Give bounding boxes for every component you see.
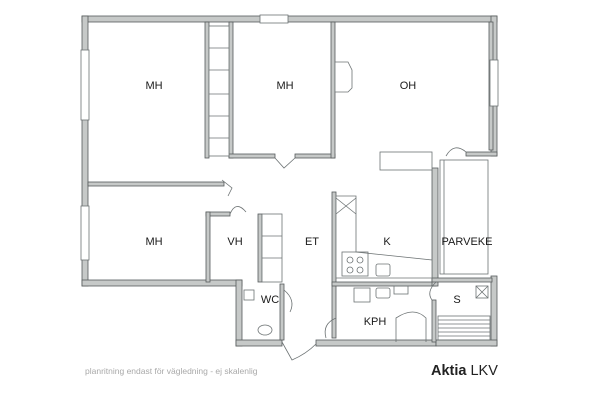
kph-shower (395, 311, 427, 342)
door-swing-entry (281, 341, 317, 361)
kph-cabinet (353, 287, 371, 303)
room-label-vh: VH (227, 236, 242, 248)
wall-kph-top (331, 281, 437, 287)
door-swing-s (429, 281, 437, 301)
wc-sink (243, 289, 255, 301)
door-swing-wc (283, 289, 293, 313)
fixtures (80, 14, 499, 361)
wall-kitchen-right (431, 167, 439, 287)
wall-vh-left (205, 211, 211, 283)
wall-mh2-bottom-a (228, 153, 276, 159)
brand-suffix: LKV (470, 363, 498, 379)
wall-mh1-right (204, 21, 210, 159)
window-left-lower (80, 205, 90, 261)
door-swing-mh2 (274, 157, 296, 169)
room-label-mh-top-center: MH (276, 80, 293, 92)
room-label-wc: WC (261, 294, 279, 306)
room-label-parveke: PARVEKE (442, 236, 493, 248)
sauna-stove (475, 285, 489, 299)
wardrobe-hall (261, 213, 283, 283)
door-swing-vh (229, 206, 247, 215)
brand-name: Aktia (431, 363, 467, 379)
kitchen-counter (335, 195, 433, 279)
outer-wall-right-lower (490, 275, 498, 347)
wall-s-left (431, 299, 437, 343)
wc-toilet (257, 324, 273, 336)
outer-wall-top (81, 15, 498, 23)
outer-wall-left-lower (81, 279, 243, 287)
kitchen-island (379, 151, 433, 171)
wall-mh2-bottom-b (294, 153, 336, 159)
kitchen-sink (375, 263, 391, 277)
door-swing-balcony (445, 147, 467, 157)
room-labels: MH MH OH MH VH ET K PARVEKE WC S KPH (145, 80, 492, 328)
kph-sink (375, 287, 391, 299)
outer-wall-bottom-left (235, 339, 283, 347)
window-left-upper (80, 49, 90, 121)
window-top (259, 14, 289, 24)
room-label-k: K (383, 236, 391, 248)
wall-parveke-top (465, 151, 498, 157)
wall-kph-left (331, 191, 337, 339)
wardrobe-column (208, 25, 230, 157)
stove (341, 251, 369, 277)
room-label-oh: OH (400, 80, 417, 92)
room-label-kph: KPH (364, 316, 387, 328)
outer-wall-bottom-s (435, 339, 498, 347)
wall-mh2-right (330, 21, 336, 159)
room-label-et: ET (305, 236, 319, 248)
outer-wall-bottom-right (315, 339, 437, 347)
window-right (489, 59, 499, 107)
fireplace (334, 61, 353, 93)
disclaimer-text: planritning endast för vägledning - ej s… (85, 366, 258, 376)
room-label-s: S (453, 294, 460, 306)
wall-s-top (431, 277, 493, 283)
door-swing-kph (324, 317, 337, 339)
wall-mh1-bottom (87, 181, 225, 187)
balcony (439, 159, 489, 275)
outer-wall-sw (235, 279, 243, 347)
wall-mh2-left (228, 21, 234, 159)
kph-heater (393, 285, 409, 295)
room-label-mh-bottom-left: MH (145, 236, 162, 248)
door-swing-mh1 (221, 179, 233, 197)
room-label-mh-top-left: MH (145, 80, 162, 92)
wall-wc-right (279, 283, 285, 341)
wall-vh-right (257, 213, 263, 283)
